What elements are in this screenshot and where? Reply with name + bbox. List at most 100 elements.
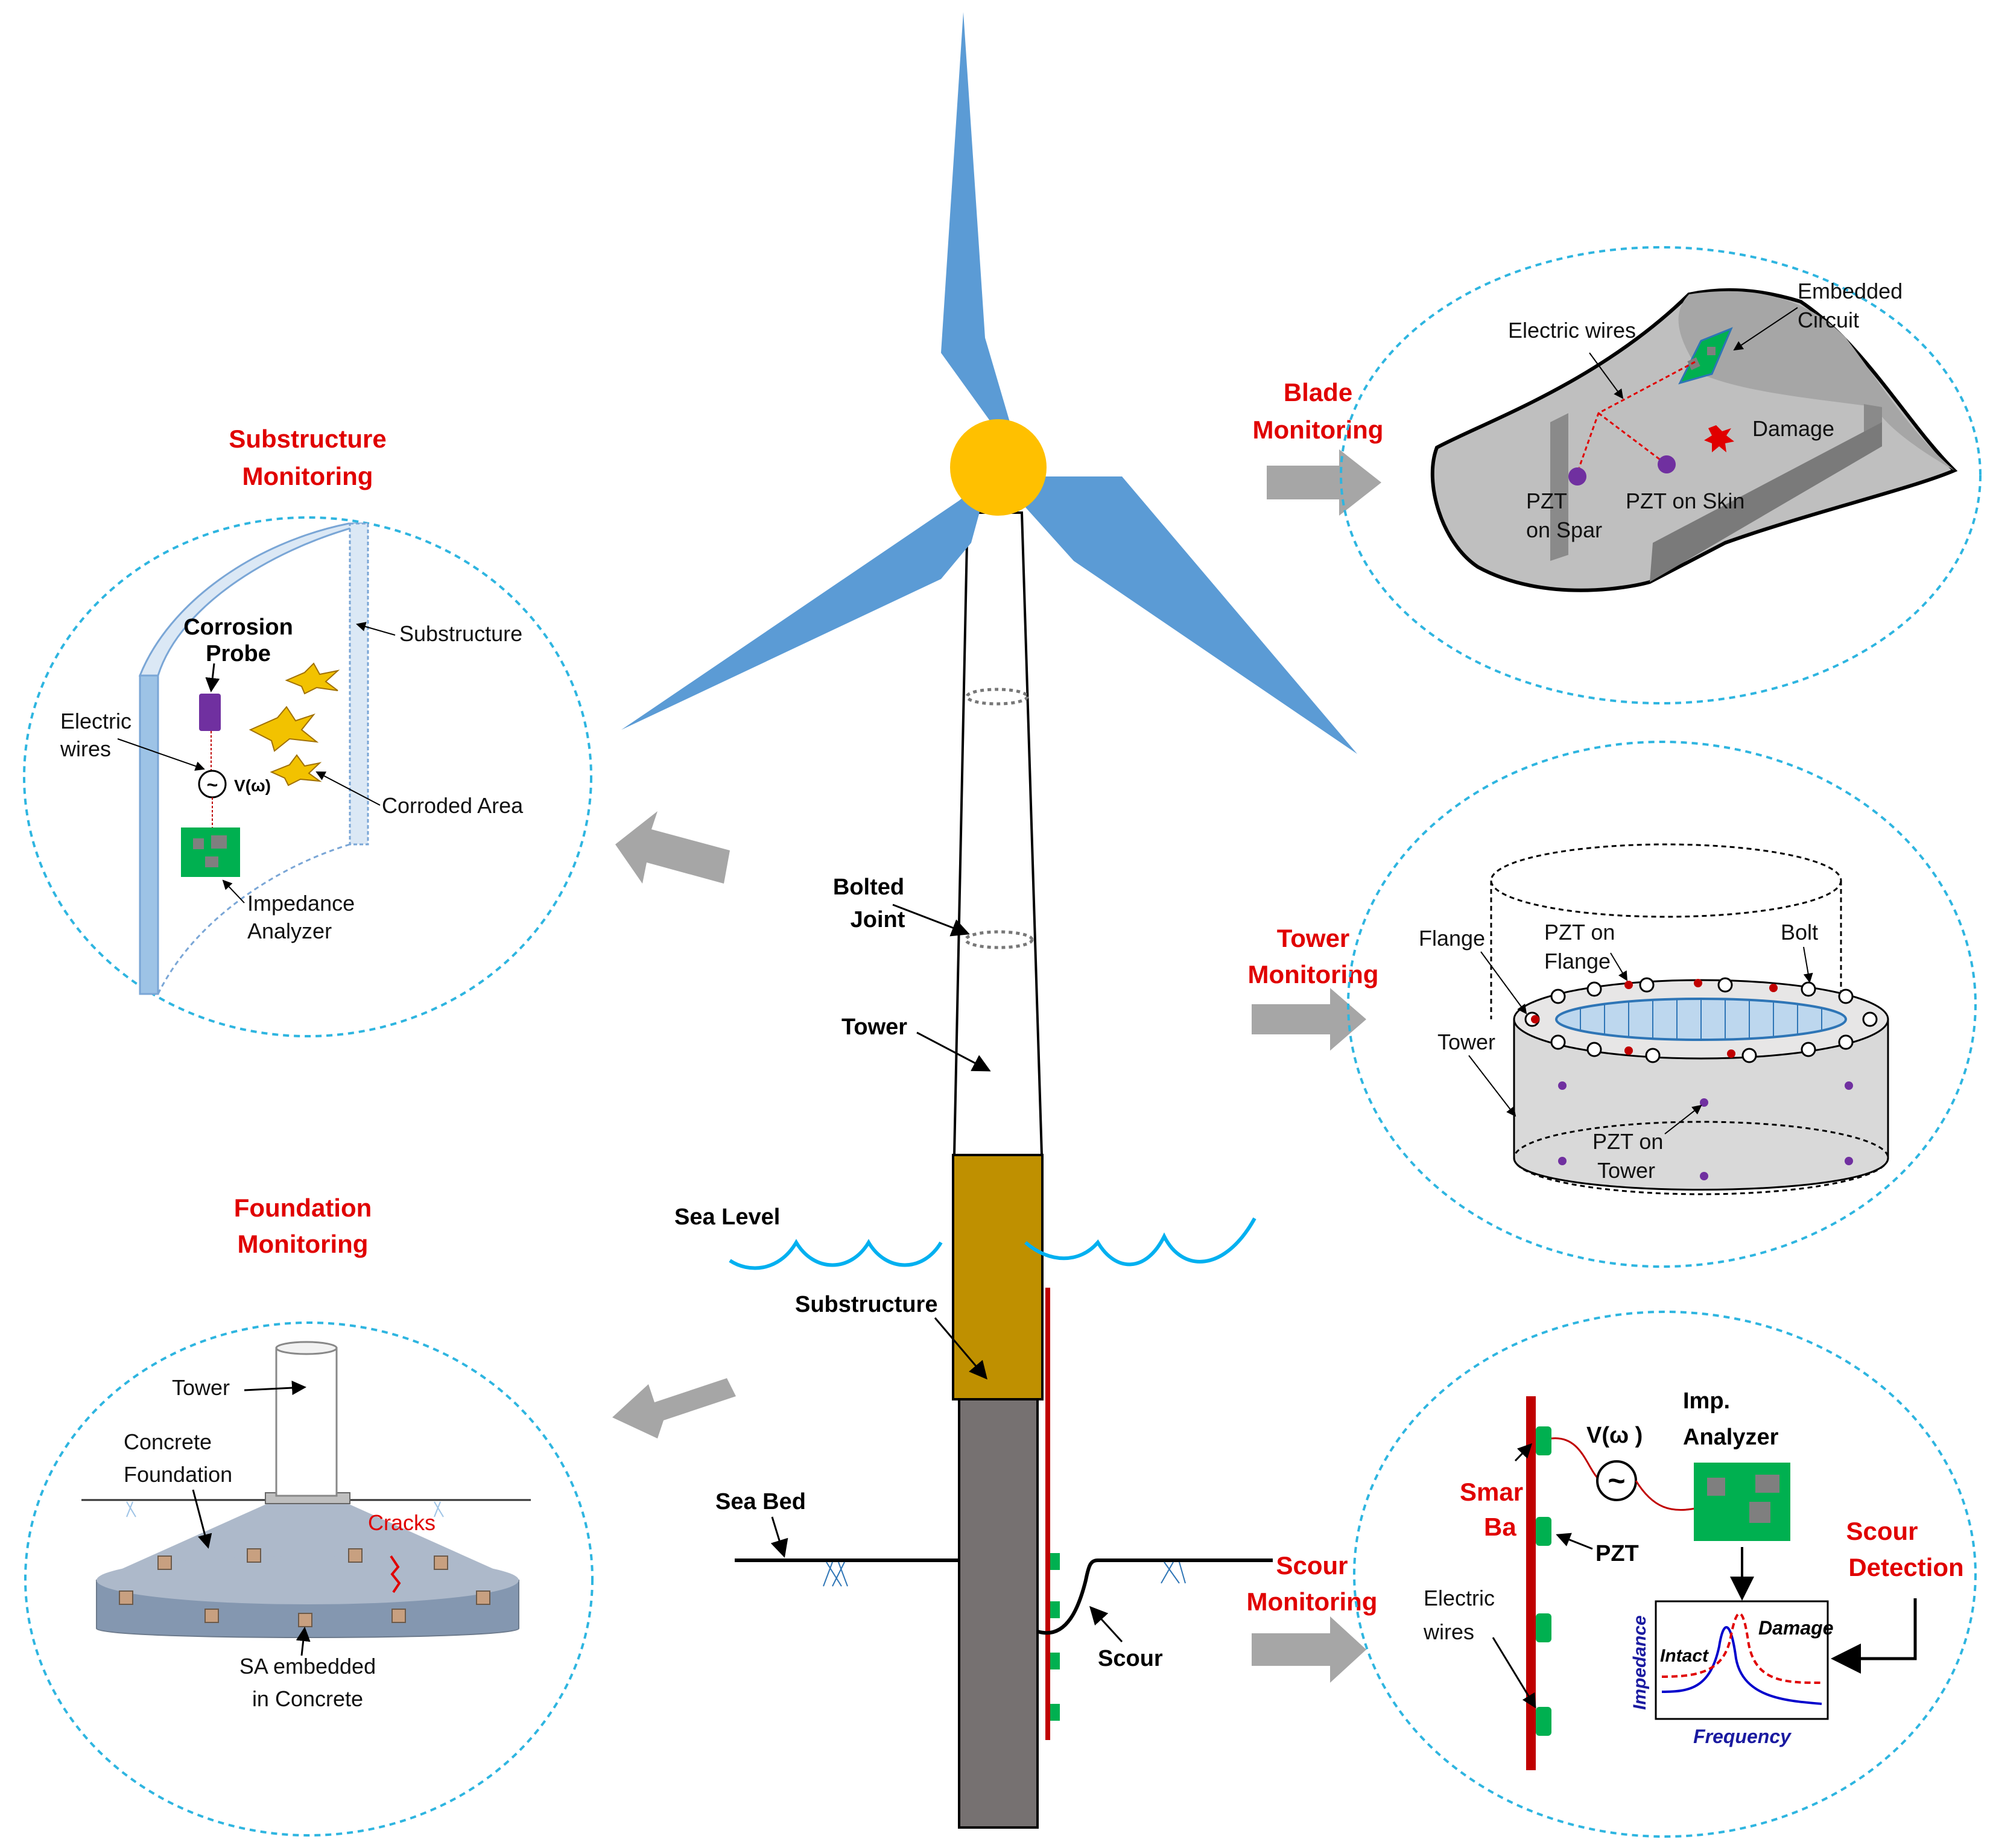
foundation-circle — [24, 1321, 594, 1837]
scour-electric-wires-pointer — [1492, 1637, 1536, 1709]
corrosion-spot-icon — [270, 754, 322, 786]
sa-embedded-pointer — [296, 1627, 311, 1656]
intact-label: Intact — [1660, 1646, 1709, 1666]
substructure-section — [952, 1154, 1044, 1400]
connector-arrows — [612, 449, 1381, 1683]
impedance-axis-label: Impedance — [1630, 1615, 1650, 1710]
scour-label: Scour — [1098, 1646, 1163, 1671]
bolt-icons — [1524, 977, 1878, 1063]
smart-aggregates — [119, 1548, 490, 1627]
scour-pzt-pointer — [1556, 1533, 1593, 1550]
board-chip — [1707, 1478, 1725, 1496]
sea-wave-left — [729, 1239, 943, 1270]
smart-bar-pointer — [1514, 1443, 1533, 1462]
board-chip — [1749, 1502, 1770, 1523]
tower-cylinder-top — [275, 1341, 338, 1355]
bolted-joint-pointer — [892, 903, 970, 937]
arrow-to-blade — [1267, 449, 1381, 516]
smart-bar-pzts — [1536, 1426, 1551, 1736]
sea-wave-right — [1024, 1217, 1256, 1267]
lower-cylinder-bottom-dash — [1513, 1121, 1889, 1195]
bolt-label: Bolt — [1781, 920, 1818, 945]
arrow-to-foundation — [612, 1378, 736, 1438]
corroded-area-label: Corroded Area — [382, 793, 524, 818]
foundation-tower-label: Tower — [172, 1375, 230, 1400]
foundation-top — [97, 1556, 519, 1604]
blade-up — [941, 12, 1013, 434]
pile-pzt — [1050, 1653, 1060, 1669]
tower-part-label: Tower — [1437, 1030, 1495, 1054]
blade-right — [1019, 476, 1357, 754]
substructure-label: Substructure — [795, 1292, 937, 1317]
sea-bed-pointer — [770, 1516, 788, 1558]
blade-electric-wires-label: Electric wires — [1508, 318, 1636, 343]
scour-ac-glyph: ~ — [1608, 1464, 1625, 1498]
damage-icon — [1704, 425, 1734, 452]
concrete-foundation-pointer — [192, 1489, 212, 1549]
pzt-flange-pointer — [1610, 952, 1628, 981]
tower-circle — [1347, 741, 1977, 1268]
corrosion-probe — [199, 694, 221, 731]
circuit-chip — [1707, 347, 1716, 355]
seabed-line-right — [1037, 1558, 1273, 1635]
bolt-pointer — [1803, 946, 1813, 983]
blade-electric-wires-pointer — [1589, 352, 1624, 399]
crack-icon — [390, 1555, 401, 1593]
upper-cylinder-top — [1490, 843, 1842, 918]
corroded-area-pointer — [315, 771, 381, 806]
damage-curve — [1661, 1612, 1822, 1684]
impedance-analyzer-board — [181, 827, 240, 877]
bolted-joint-ring — [964, 930, 1034, 949]
pile-pzt — [1050, 1704, 1060, 1721]
substructure-pointer — [934, 1317, 987, 1380]
hub — [950, 419, 1047, 516]
arrow-to-tower — [1252, 988, 1366, 1051]
imp-analyzer-label: Imp.Analyzer — [1683, 1388, 1779, 1450]
board-chip — [1755, 1475, 1779, 1493]
blade-top-face — [1678, 291, 1954, 470]
flange-grate — [1580, 999, 1822, 1040]
scour-pointer — [1089, 1606, 1123, 1643]
corrosion-spot-icon — [249, 706, 319, 752]
blade-damage-label: Damage — [1752, 416, 1834, 441]
pzt-tower-pointer — [1664, 1104, 1702, 1134]
tower-part-pointer — [1468, 1055, 1516, 1117]
flange-label: Flange — [1419, 926, 1485, 951]
pile-pzt — [1050, 1601, 1060, 1618]
seagrass-icon — [823, 1562, 1186, 1587]
substructure-part-label: Substructure — [399, 621, 522, 646]
electric-wires-pointer — [117, 738, 205, 771]
scour-wire-in — [1551, 1437, 1599, 1479]
board-chip — [211, 835, 227, 849]
impedance-chart — [1655, 1600, 1829, 1720]
damage-chart-label: Damage — [1758, 1617, 1834, 1639]
arrow-to-scour — [1252, 1616, 1366, 1683]
lower-shade — [1650, 422, 1882, 582]
scour-circle — [1353, 1311, 1977, 1838]
tower-cylinder — [275, 1347, 338, 1497]
tower-label: Tower — [841, 1014, 907, 1040]
substructure-plate-right — [349, 522, 369, 846]
pzt-flange-dots — [1531, 979, 1778, 1058]
arrow-to-substructure — [615, 811, 730, 884]
pzt-tower-dots — [1558, 1081, 1853, 1180]
scour-wire-out — [1635, 1480, 1699, 1511]
pzt-skin-dot — [1658, 455, 1676, 473]
tower-pointer — [916, 1031, 991, 1072]
grass-icon — [126, 1501, 444, 1517]
circuit-chip — [1687, 357, 1700, 370]
